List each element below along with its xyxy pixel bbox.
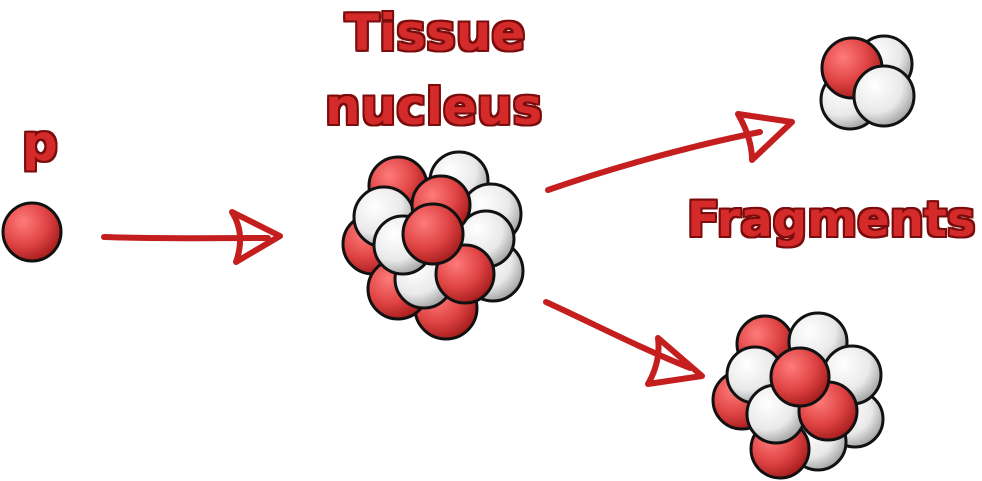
arrow-to-lower-fragment [546,302,702,384]
large-fragment-cluster [713,313,883,478]
tissue-nucleus-label-line1: Tissue [345,8,515,58]
tissue-nucleus-cluster [343,152,523,339]
fragments-label: Fragments [687,196,975,244]
proton-ball [3,203,61,261]
proton-label: p [22,118,58,168]
tissue-nucleus-label-line2: nucleus [325,82,535,132]
arrow-to-upper-fragment [548,114,792,190]
small-fragment-cluster [821,36,914,129]
arrow-incoming [104,212,280,262]
